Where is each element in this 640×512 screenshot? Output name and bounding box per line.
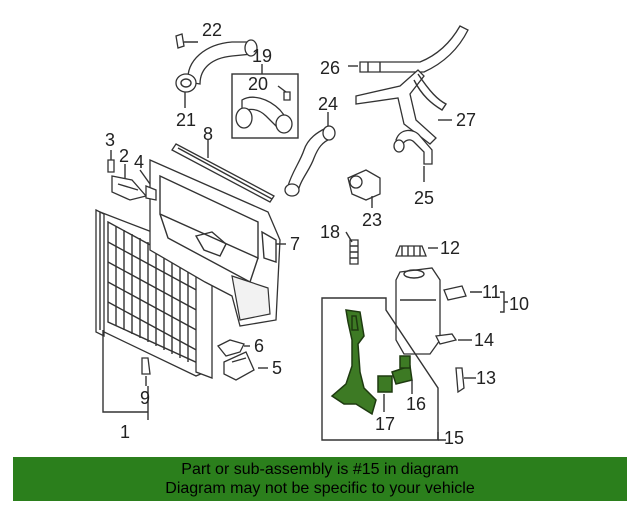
expansion-tank <box>395 267 467 355</box>
parts-diagram: 1 2 3 4 5 6 7 8 9 10 11 12 13 14 15 16 1… <box>95 20 529 448</box>
callout-4: 4 <box>134 152 144 172</box>
heater-hose <box>393 129 433 165</box>
callout-7: 7 <box>290 234 300 254</box>
callout-11: 11 <box>482 282 501 302</box>
lower-mounts <box>141 339 255 381</box>
callout-27: 27 <box>456 110 476 130</box>
callout-24: 24 <box>318 94 338 114</box>
banner-line-1: Part or sub-assembly is #15 in diagram <box>181 461 459 478</box>
callout-21: 21 <box>176 110 196 130</box>
leader-lines <box>102 41 508 420</box>
seal-strip <box>171 143 275 203</box>
thermostat-housing <box>347 169 381 201</box>
callout-10: 10 <box>509 294 529 314</box>
callout-19: 19 <box>252 46 272 66</box>
temp-sensor <box>349 239 359 265</box>
callout-13: 13 <box>476 368 496 388</box>
callout-18: 18 <box>320 222 340 242</box>
callout-14: 14 <box>474 330 494 350</box>
hose-detail-box <box>231 73 299 139</box>
fan-shroud <box>149 159 281 327</box>
callout-23: 23 <box>362 210 382 230</box>
highlighted-bracket <box>330 309 413 416</box>
lower-hose <box>284 125 336 197</box>
coolant-pipes <box>355 25 469 145</box>
level-sensor <box>455 367 465 394</box>
upper-hose <box>175 33 258 93</box>
info-banner: Part or sub-assembly is #15 in diagram D… <box>13 457 627 501</box>
sub-assembly-box <box>321 297 446 441</box>
callout-22: 22 <box>202 20 222 40</box>
upper-brackets <box>107 159 157 201</box>
callout-16: 16 <box>406 394 426 414</box>
callout-1: 1 <box>120 422 130 442</box>
banner-line-2: Diagram may not be specific to your vehi… <box>165 480 475 497</box>
callout-3: 3 <box>105 130 115 150</box>
callout-20: 20 <box>248 74 268 94</box>
callout-25: 25 <box>414 188 434 208</box>
callout-17: 17 <box>375 414 395 434</box>
callout-6: 6 <box>254 336 264 356</box>
callout-9: 9 <box>140 388 150 408</box>
callout-8: 8 <box>203 124 213 144</box>
callout-26: 26 <box>320 58 340 78</box>
callout-12: 12 <box>440 238 460 258</box>
callout-5: 5 <box>272 358 282 378</box>
callout-2: 2 <box>119 146 129 166</box>
reservoir-cap <box>395 245 427 257</box>
callout-15: 15 <box>444 428 464 448</box>
